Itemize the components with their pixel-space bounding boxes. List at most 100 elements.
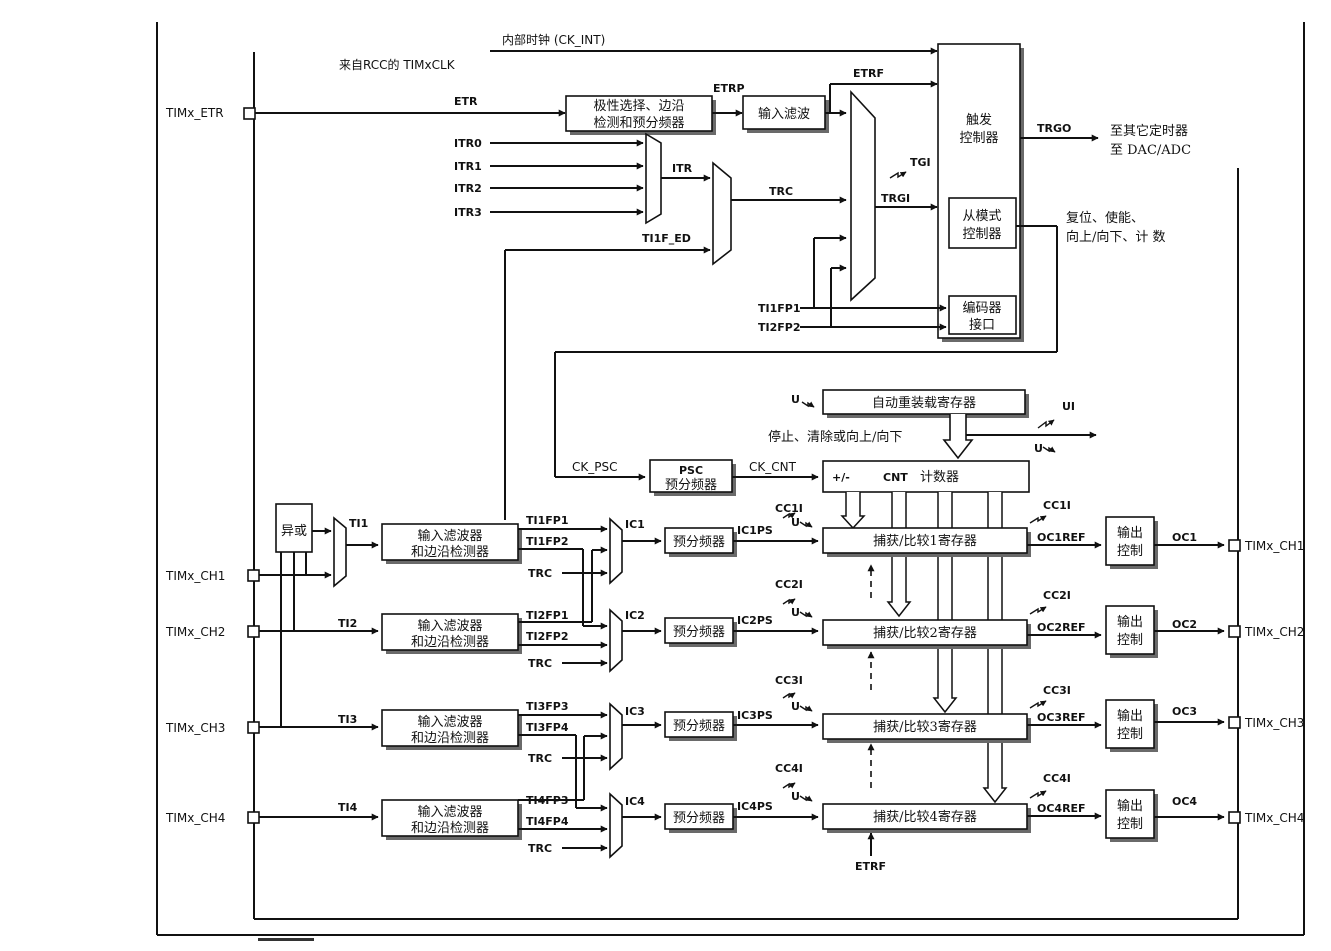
ck-psc-label: CK_PSC xyxy=(572,460,617,474)
cc4i-out-icon xyxy=(1029,790,1047,799)
ch4-u-label: U xyxy=(791,790,800,803)
cc3i-out-label: CC3I xyxy=(1043,684,1071,697)
ck-cnt-label: CK_CNT xyxy=(749,460,797,474)
cc3-register xyxy=(822,713,1028,740)
encoder-label-1: 编码器 xyxy=(962,301,1001,316)
cc3i-out-icon xyxy=(1029,700,1047,709)
slave-ctrl-label-2: 控制器 xyxy=(962,227,1001,242)
trgi-mux xyxy=(850,89,876,302)
trc-label: TRC xyxy=(769,185,793,198)
cc2i-in-icon xyxy=(782,598,796,605)
u-event-icon xyxy=(801,401,815,408)
cc1-register xyxy=(822,527,1028,554)
trgi-label: TRGI xyxy=(881,192,910,205)
cc1-register-label: 捕获/比较1寄存器 xyxy=(873,533,977,549)
ti3-label: TI3 xyxy=(338,713,357,726)
ch1-out-label-1: 输出 xyxy=(1117,525,1143,541)
ti1f-ed-label: TI1F_ED xyxy=(642,232,691,245)
cnt-to-cc3-arrow xyxy=(932,492,958,714)
pin-ch2-label: TIMx_CH2 xyxy=(165,625,225,639)
etrp-label: ETRP xyxy=(713,82,745,95)
pin-ch2[interactable] xyxy=(247,625,260,638)
pin-out-ch4-label: TIMx_CH4 xyxy=(1244,811,1304,825)
ui-event-icon xyxy=(1037,419,1055,429)
ch3-out-label-1: 输出 xyxy=(1117,708,1143,724)
auto-reload-register xyxy=(822,389,1026,415)
ch3-filter-label-1: 输入滤波器 xyxy=(417,714,482,730)
pin-out-ch3-label: TIMx_CH3 xyxy=(1244,716,1304,730)
ch4-trc: TRC xyxy=(528,842,552,855)
etrf-bottom-label: ETRF xyxy=(855,860,886,873)
ch3-filter-label-2: 和边沿检测器 xyxy=(411,731,489,746)
ch3-fp-b: TI3FP4 xyxy=(526,721,569,734)
plus-minus-label: +/- xyxy=(832,471,850,484)
pin-out-ch1[interactable] xyxy=(1228,539,1241,552)
ti1-mux xyxy=(333,516,347,588)
trgo-dest-2: 至 DAC/ADC xyxy=(1110,143,1191,158)
ch2-filter-label-2: 和边沿检测器 xyxy=(411,635,489,650)
cc1i-out-label: CC1I xyxy=(1043,499,1071,512)
ic3-label: IC3 xyxy=(625,705,645,718)
cc3i-in-label: CC3I xyxy=(775,674,803,687)
ch4-fp-b: TI4FP4 xyxy=(526,815,569,828)
pin-ch1[interactable] xyxy=(247,569,260,582)
ch1-trc: TRC xyxy=(528,567,552,580)
cc2i-out-icon xyxy=(1029,606,1047,615)
ch3-prescaler-label: 预分频器 xyxy=(673,719,725,734)
slave-out-label-2: 向上/向下、计 数 xyxy=(1066,229,1166,245)
cnt-to-cc1-arrow xyxy=(840,492,866,530)
ch4-out-label-2: 控制 xyxy=(1117,817,1143,832)
ch3-fp-a: TI3FP3 xyxy=(526,700,568,713)
pin-ch3[interactable] xyxy=(247,721,260,734)
trigger-ctrl-label-1: 触发 xyxy=(966,112,992,128)
pin-out-ch4[interactable] xyxy=(1228,811,1241,824)
pin-out-ch2-label: TIMx_CH2 xyxy=(1244,625,1304,639)
cc2i-in-label: CC2I xyxy=(775,578,803,591)
rcc-clk-label: 来自RCC的 TIMxCLK xyxy=(339,57,456,72)
encoder-interface-block xyxy=(948,295,1017,335)
ch2-u-icon xyxy=(799,611,813,618)
pin-etr[interactable] xyxy=(243,107,256,120)
cc4i-in-icon xyxy=(782,782,796,789)
pin-ch4[interactable] xyxy=(247,811,260,824)
slave-ctrl-label-1: 从模式 xyxy=(962,209,1001,224)
cc1i-out-icon xyxy=(1029,515,1047,524)
ti4-label: TI4 xyxy=(338,801,358,814)
ch3-output-control xyxy=(1105,699,1155,749)
u-label: U xyxy=(1034,442,1043,455)
cc3-register-label: 捕获/比较3寄存器 xyxy=(873,719,977,735)
cc1i-in-label: CC1I xyxy=(775,502,803,515)
ch4-prescaler-label: 预分频器 xyxy=(673,811,725,826)
ch1-u-label: U xyxy=(791,516,800,529)
itr-label: ITR xyxy=(672,162,693,175)
ch1-prescaler-block xyxy=(664,527,734,554)
frame-mark xyxy=(258,938,314,941)
ch3-u-icon xyxy=(799,705,813,712)
trigger-controller-block xyxy=(937,43,1021,339)
itr3-label: ITR3 xyxy=(454,206,482,219)
ch3-u-label: U xyxy=(791,700,800,713)
cnt-counter-block xyxy=(822,460,1030,493)
oc4ref-label: OC4REF xyxy=(1037,802,1086,815)
ic1-mux xyxy=(609,517,623,585)
ic4-label: IC4 xyxy=(625,795,645,808)
ch3-prescaler-block xyxy=(664,711,734,738)
oc3-label: OC3 xyxy=(1172,705,1197,718)
ch2-filter-edge-block xyxy=(381,613,519,651)
ti2-label: TI2 xyxy=(338,617,357,630)
pin-out-ch2[interactable] xyxy=(1228,625,1241,638)
cc4i-out-label: CC4I xyxy=(1043,772,1071,785)
pin-out-ch3[interactable] xyxy=(1228,716,1241,729)
ic3-mux xyxy=(609,702,623,771)
cnt-suffix-label: 计数器 xyxy=(920,470,959,485)
itr-mux xyxy=(645,132,662,225)
ch2-fp-a: TI2FP1 xyxy=(526,609,568,622)
ic4-mux xyxy=(609,792,623,859)
ic3ps-label: IC3PS xyxy=(737,709,773,722)
ch1-output-control xyxy=(1105,516,1155,566)
ic2-label: IC2 xyxy=(625,609,645,622)
ch4-output-control xyxy=(1105,789,1155,839)
ch3-trc: TRC xyxy=(528,752,552,765)
ch1-filter-edge-block xyxy=(381,523,519,561)
